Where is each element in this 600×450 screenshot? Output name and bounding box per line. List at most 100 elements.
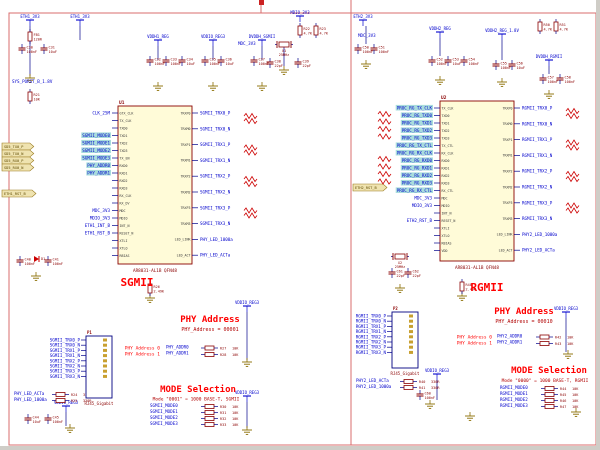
resistor-icon[interactable] xyxy=(403,385,414,390)
net-label[interactable]: MDC_3V3 xyxy=(414,196,432,201)
net-label[interactable]: RGMII_TRX1_P xyxy=(356,324,387,329)
net-label[interactable]: SYS_PORST_B_1.8V xyxy=(12,79,53,84)
net-label[interactable]: SGMII_MODE0 xyxy=(82,133,110,138)
resistor-ref[interactable]: R22 xyxy=(304,27,310,31)
capacitor-ref[interactable]: C51 xyxy=(379,46,385,50)
net-label[interactable]: SGMII_MODE0 xyxy=(150,403,178,408)
crystal-icon[interactable] xyxy=(394,253,406,260)
net-label[interactable]: MDC_3V3 xyxy=(92,208,110,213)
net-label[interactable]: SGMII_TRX1_P xyxy=(200,142,231,147)
crystal-ref[interactable]: X1 xyxy=(282,49,286,53)
resistor-icon[interactable] xyxy=(297,25,303,36)
resistor-ref[interactable]: R21 xyxy=(34,93,40,97)
net-label[interactable]: SGMII_TRX2_P xyxy=(200,174,231,179)
resistor-ref[interactable]: R33 xyxy=(220,423,226,427)
net-label[interactable]: RGMII_TRX3_N xyxy=(356,350,387,355)
resistor-ref[interactable]: R25 xyxy=(71,399,77,403)
net-label[interactable]: SGMII_TRX0_N xyxy=(200,126,231,131)
resistor-icon[interactable] xyxy=(553,21,559,32)
resistor-icon[interactable] xyxy=(537,21,543,32)
crystal-ref[interactable]: X2 xyxy=(398,261,402,265)
net-label[interactable]: ETH1_RST_B xyxy=(85,231,111,236)
net-label[interactable]: SGMII_TRX0_P xyxy=(50,338,81,343)
capacitor-ref[interactable]: C52 xyxy=(437,58,443,62)
resistor-icon[interactable] xyxy=(459,281,465,292)
net-label[interactable]: RGMII_MODE3 xyxy=(500,403,528,408)
net-label[interactable]: ETH1_INT_B xyxy=(85,223,111,228)
resistor-ref[interactable]: R42 xyxy=(555,336,561,340)
capacitor-ref[interactable]: C30 xyxy=(27,46,33,50)
net-label[interactable]: PROC_RG_TXD0 xyxy=(402,113,433,118)
capacitor-ref[interactable]: C58 xyxy=(565,76,571,80)
net-label[interactable]: PROC_RG_RXD3 xyxy=(402,181,433,186)
net-label[interactable]: PHY2_LED_1000a xyxy=(356,384,392,389)
net-label[interactable]: PROC_RG_RX_CTL xyxy=(397,188,433,193)
resistor-ref[interactable]: R44 xyxy=(560,387,566,391)
capacitor-ref[interactable]: C61 xyxy=(397,270,403,274)
net-label[interactable]: PHY_LED_1000a xyxy=(200,237,233,242)
resistor-ref[interactable]: R24 xyxy=(71,393,77,397)
net-label[interactable]: RGMII_TRX2_P xyxy=(356,334,387,339)
resistor-icon[interactable] xyxy=(539,334,550,340)
led-icon[interactable] xyxy=(34,256,39,262)
net-label[interactable]: PHY_ADDR0 xyxy=(87,163,110,168)
capacitor-ref[interactable]: C31 xyxy=(49,46,55,50)
rj45-connector[interactable] xyxy=(391,311,419,369)
net-label[interactable]: SGMII_TRX0_P xyxy=(200,111,231,116)
resistor-icon[interactable] xyxy=(204,416,215,421)
net-label[interactable]: SGMII_MODE3 xyxy=(150,421,178,426)
net-label[interactable]: SGMII_MODE1 xyxy=(150,409,178,414)
capacitor-ref[interactable]: C56 xyxy=(517,62,523,66)
resistor-icon[interactable] xyxy=(27,91,33,102)
capacitor-ref[interactable]: C55 xyxy=(501,62,507,66)
resistor-ref[interactable]: R23 xyxy=(320,27,326,31)
net-label[interactable]: RGMII_TRX1_N xyxy=(356,329,387,334)
net-label[interactable]: RGMII_TRX0_N xyxy=(522,121,553,126)
capacitor-ref[interactable]: C57 xyxy=(548,76,554,80)
net-label[interactable]: RGMII_TRX0_P xyxy=(356,314,387,319)
capacitor-ref[interactable]: C32 xyxy=(155,58,161,62)
net-label[interactable]: PHY2_ADDR0 xyxy=(497,334,523,339)
net-label[interactable]: RGMII_TRX1_N xyxy=(522,153,553,158)
net-label[interactable]: MDC_3V3 xyxy=(358,33,376,38)
resistor-ref[interactable]: R47 xyxy=(560,405,566,409)
resistor-ref[interactable]: R26 xyxy=(154,285,160,289)
net-label[interactable]: PHY2_ADDR1 xyxy=(497,340,523,345)
ic-body[interactable] xyxy=(117,105,193,265)
resistor-icon[interactable] xyxy=(313,25,319,36)
net-label[interactable]: PROC_RG_RXD1 xyxy=(402,166,433,171)
net-label[interactable]: SGMII_TRX3_P xyxy=(50,369,81,374)
crystal-icon[interactable] xyxy=(278,41,290,48)
net-label[interactable]: RGMII_TRX0_P xyxy=(522,106,553,111)
net-label[interactable]: RGMII_MODE0 xyxy=(500,385,528,390)
net-label[interactable]: SGMII_TRX0_N xyxy=(50,343,81,348)
resistor-ref[interactable]: R31 xyxy=(220,411,226,415)
capacitor-ref[interactable]: C50 xyxy=(363,46,369,50)
net-label[interactable]: SGMII_TRX1_N xyxy=(200,158,231,163)
rj45-connector[interactable] xyxy=(85,335,113,399)
net-label[interactable]: SGMII_TRX1_P xyxy=(50,348,81,353)
resistor-ref[interactable]: R48 xyxy=(466,283,472,287)
net-label[interactable]: PHY_LED_ACTa xyxy=(14,391,45,396)
net-label[interactable]: CLK_25M xyxy=(92,111,110,116)
sheet-port[interactable] xyxy=(1,142,35,151)
ic-body[interactable] xyxy=(439,100,515,262)
resistor-icon[interactable] xyxy=(204,404,215,409)
net-label[interactable]: PROC_RG_TX_CLK xyxy=(397,106,433,111)
capacitor-ref[interactable]: C33 xyxy=(171,58,177,62)
net-label[interactable]: SGMII_TRX2_N xyxy=(50,364,81,369)
net-label[interactable]: PHY_ADDR1 xyxy=(166,351,189,356)
net-label[interactable]: RGMII_TRX1_P xyxy=(522,137,553,142)
net-label[interactable]: SGMII_MODE2 xyxy=(82,148,110,153)
capacitor-ref[interactable]: C36 xyxy=(226,58,232,62)
capacitor-ref[interactable]: C45 xyxy=(53,416,59,420)
sheet-port[interactable] xyxy=(1,156,35,165)
net-label[interactable]: RGMII_TRX2_N xyxy=(522,185,553,190)
resistor-icon[interactable] xyxy=(544,392,555,397)
net-label[interactable]: RGMII_TRX2_P xyxy=(522,169,553,174)
net-label[interactable]: RGMII_MODE1 xyxy=(500,391,528,396)
sheet-port[interactable] xyxy=(1,149,35,158)
resistor-ref[interactable]: R40 xyxy=(419,380,425,384)
net-label[interactable]: MDIO_3V3 xyxy=(412,203,433,208)
